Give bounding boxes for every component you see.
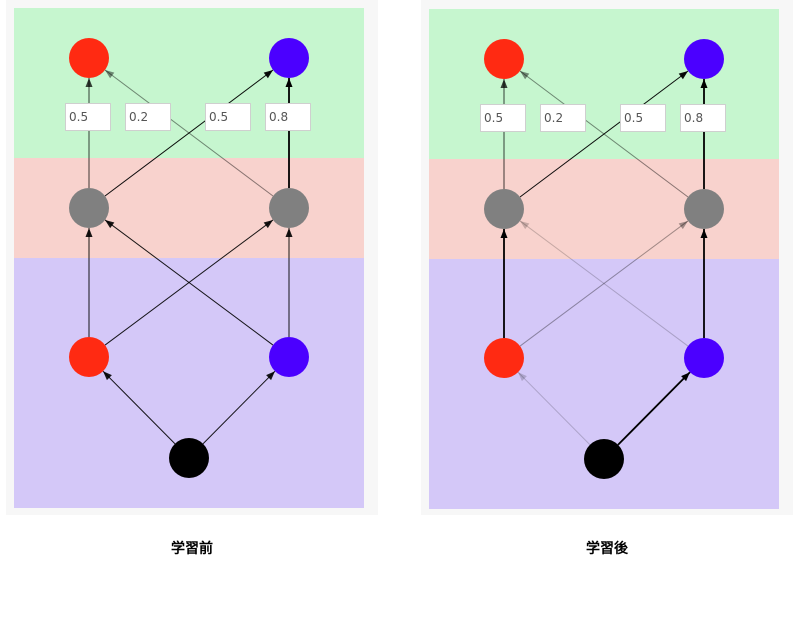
input-blue-node xyxy=(269,337,309,377)
output-red-node xyxy=(484,39,524,79)
weight-box-4: 0.8 xyxy=(680,104,726,132)
arrowhead xyxy=(266,371,275,381)
arrowhead xyxy=(105,70,115,79)
weight-box-1: 0.5 xyxy=(65,103,111,131)
network-diagram-after xyxy=(429,9,779,509)
weight-box-4: 0.8 xyxy=(265,103,311,131)
arrowhead xyxy=(518,372,527,382)
edge-inBlue-hl xyxy=(519,220,689,347)
arrowhead xyxy=(285,78,293,87)
output-band xyxy=(14,8,364,158)
weight-box-1: 0.5 xyxy=(480,104,526,132)
arrowhead xyxy=(678,220,688,230)
arrowhead xyxy=(700,79,708,88)
weight-box-2: 0.2 xyxy=(125,103,171,131)
arrowhead xyxy=(700,229,708,238)
panel-before: 0.5 0.2 0.5 0.8 xyxy=(6,0,378,515)
arrowhead xyxy=(103,371,112,381)
edge-src-inRed xyxy=(517,371,591,446)
arrowhead xyxy=(85,228,93,237)
edge-hr-outRed xyxy=(519,70,689,198)
hidden-left-node xyxy=(484,189,524,229)
edge-inBlue-hl xyxy=(104,219,274,346)
arrowhead xyxy=(263,219,273,229)
output-red-node xyxy=(69,38,109,78)
hidden-band xyxy=(429,159,779,259)
arrowhead xyxy=(500,79,508,88)
weight-box-3: 0.5 xyxy=(620,104,666,132)
arrowhead xyxy=(105,219,115,229)
arrowhead xyxy=(520,220,530,230)
weight-box-3: 0.5 xyxy=(205,103,251,131)
edges xyxy=(500,70,708,446)
panel-after: 0.5 0.2 0.5 0.8 xyxy=(421,0,793,515)
hidden-right-node xyxy=(269,188,309,228)
edge-inRed-hr xyxy=(519,220,689,347)
output-band xyxy=(429,9,779,159)
arrowhead xyxy=(263,70,273,79)
edge-src-inBlue xyxy=(617,371,691,446)
output-blue-node xyxy=(269,38,309,78)
edge-hl-outBlue xyxy=(104,69,274,197)
edge-hr-outRed xyxy=(104,69,274,197)
caption-after: 学習後 xyxy=(586,541,628,557)
edge-src-inRed xyxy=(102,370,176,445)
edges xyxy=(85,69,293,445)
arrowhead xyxy=(681,372,690,382)
arrowhead xyxy=(285,228,293,237)
input-blue-node xyxy=(684,338,724,378)
weight-box-2: 0.2 xyxy=(540,104,586,132)
arrowhead xyxy=(520,71,530,80)
source-node xyxy=(169,438,209,478)
arrowhead xyxy=(678,71,688,80)
output-blue-node xyxy=(684,39,724,79)
hidden-band xyxy=(14,158,364,258)
arrowhead xyxy=(85,78,93,87)
hidden-left-node xyxy=(69,188,109,228)
network-diagram-before xyxy=(14,8,364,508)
hidden-right-node xyxy=(684,189,724,229)
caption-before: 学習前 xyxy=(171,541,213,557)
source-node xyxy=(584,439,624,479)
arrowhead xyxy=(500,229,508,238)
edge-src-inBlue xyxy=(202,370,276,445)
input-red-node xyxy=(69,337,109,377)
edge-hl-outBlue xyxy=(519,70,689,198)
input-red-node xyxy=(484,338,524,378)
